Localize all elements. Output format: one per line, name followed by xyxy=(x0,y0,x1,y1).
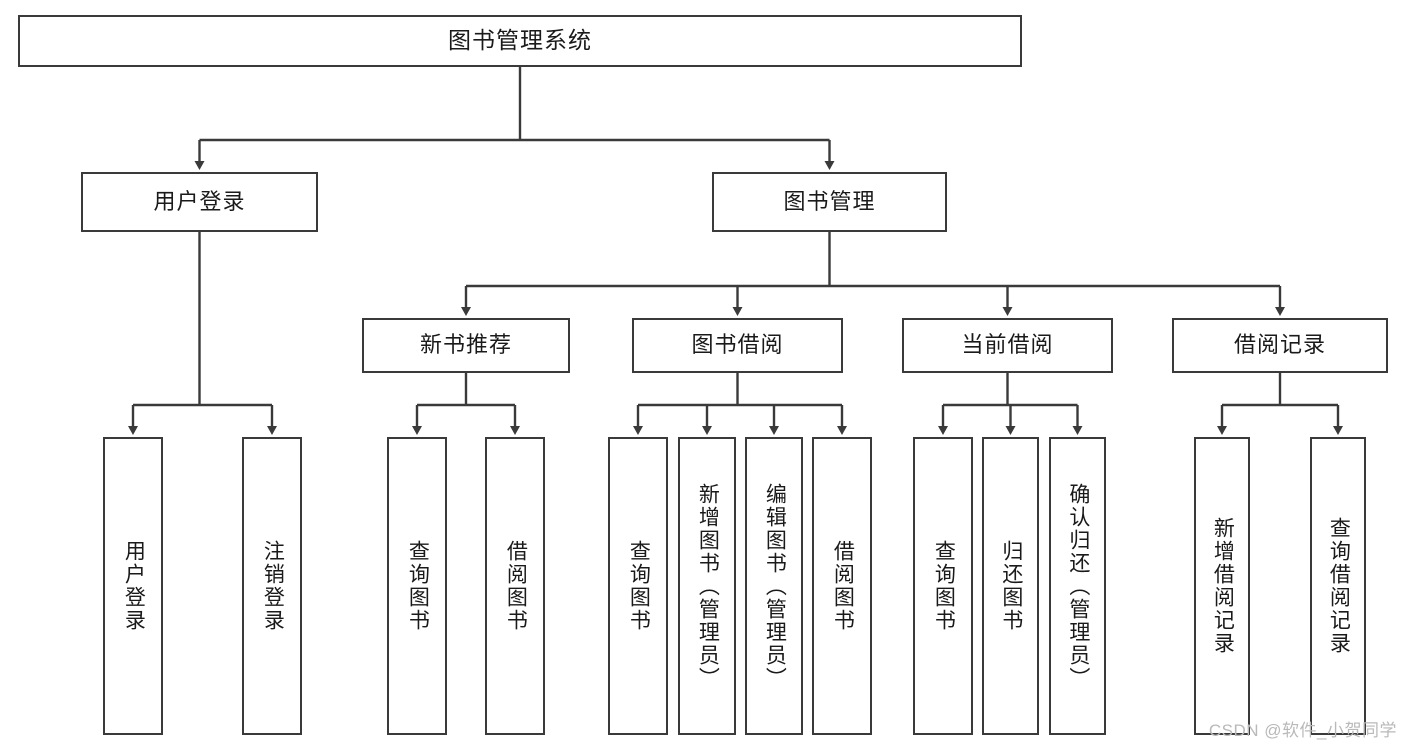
node-label: 借阅图书 xyxy=(504,540,528,632)
node-leaf-edit-book[interactable]: 编辑图书（管理员） xyxy=(745,437,803,735)
node-label: 新增图书（管理员） xyxy=(696,482,720,690)
node-label: 图书管理 xyxy=(783,188,876,214)
node-leaf-add-borrow-record[interactable]: 新增借阅记录 xyxy=(1194,437,1250,735)
watermark-text: CSDN @软件_小贺同学 xyxy=(1208,721,1397,740)
node-borrow-record[interactable]: 借阅记录 xyxy=(1172,318,1388,373)
node-label: 新增借阅记录 xyxy=(1211,517,1235,655)
node-label: 借阅记录 xyxy=(1233,332,1326,358)
node-label: 当前借阅 xyxy=(961,332,1054,358)
node-leaf-return-book[interactable]: 归还图书 xyxy=(982,437,1039,735)
node-label: 用户登录 xyxy=(153,188,246,214)
node-leaf-user-login[interactable]: 用户登录 xyxy=(103,437,163,735)
node-label: 图书管理系统 xyxy=(448,27,592,54)
node-user-login[interactable]: 用户登录 xyxy=(81,172,318,232)
node-book-manage[interactable]: 图书管理 xyxy=(712,172,947,232)
node-label: 查询图书 xyxy=(932,540,956,632)
node-leaf-add-book[interactable]: 新增图书（管理员） xyxy=(678,437,736,735)
node-label: 查询借阅记录 xyxy=(1327,517,1351,655)
node-leaf-query-book-3[interactable]: 查询图书 xyxy=(913,437,973,735)
node-label: 编辑图书（管理员） xyxy=(763,482,787,690)
node-leaf-borrow-book-2[interactable]: 借阅图书 xyxy=(812,437,872,735)
node-new-book-recommend[interactable]: 新书推荐 xyxy=(362,318,570,373)
node-label: 确认归还（管理员） xyxy=(1066,482,1090,690)
node-root[interactable]: 图书管理系统 xyxy=(18,15,1022,67)
node-leaf-query-book-1[interactable]: 查询图书 xyxy=(387,437,447,735)
node-book-borrow[interactable]: 图书借阅 xyxy=(632,318,843,373)
node-label: 新书推荐 xyxy=(419,332,512,358)
node-label: 注销登录 xyxy=(261,540,285,632)
node-leaf-confirm-return[interactable]: 确认归还（管理员） xyxy=(1049,437,1106,735)
node-leaf-logout[interactable]: 注销登录 xyxy=(242,437,302,735)
node-label: 查询图书 xyxy=(627,540,651,632)
node-label: 用户登录 xyxy=(122,540,146,632)
node-label: 借阅图书 xyxy=(831,540,855,632)
node-leaf-query-book-2[interactable]: 查询图书 xyxy=(608,437,668,735)
node-label: 查询图书 xyxy=(406,540,430,632)
node-label: 图书借阅 xyxy=(691,332,784,358)
node-leaf-borrow-book-1[interactable]: 借阅图书 xyxy=(485,437,545,735)
node-label: 归还图书 xyxy=(999,540,1023,632)
node-current-borrow[interactable]: 当前借阅 xyxy=(902,318,1113,373)
node-leaf-query-borrow-record[interactable]: 查询借阅记录 xyxy=(1310,437,1366,735)
